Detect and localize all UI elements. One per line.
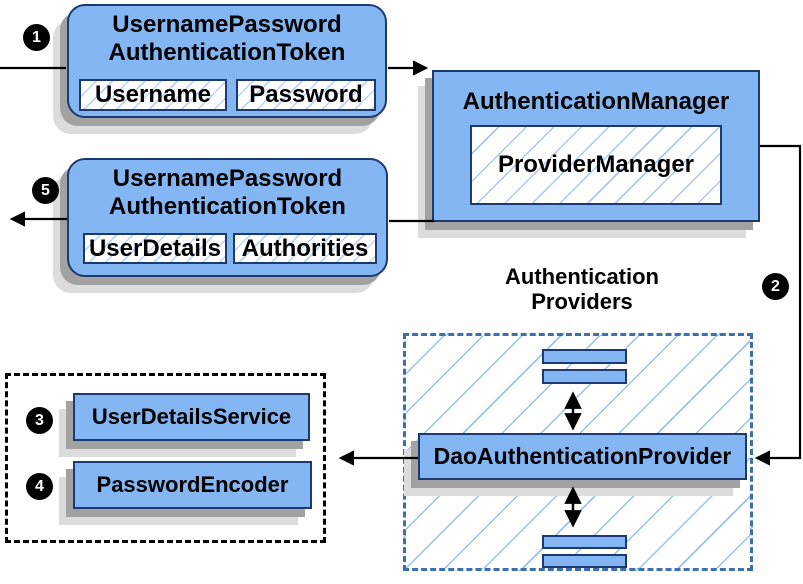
step-2-badge: 2 [762,273,789,300]
response-token-title-line2: AuthenticationToken [109,193,346,220]
dao-authentication-provider-label: DaoAuthenticationProvider [433,443,732,469]
user-details-service-box: UserDetailsService [73,393,310,441]
authentication-manager-title: AuthenticationManager [462,88,730,115]
password-encoder-box: PasswordEncoder [73,461,312,509]
authentication-manager-box: AuthenticationManager ProviderManager [432,70,760,222]
password-field: Password [236,79,376,111]
manager-to-provider-arrow [754,144,802,466]
authorities-field-label: Authorities [241,234,369,262]
userdetails-field: UserDetails [83,233,227,264]
step-3-badge: 3 [26,407,53,434]
dao-authentication-provider-box: DaoAuthenticationProvider [418,433,747,480]
response-token-title: UsernamePassword AuthenticationToken [69,160,386,221]
provider-manager-label: ProviderManager [497,151,695,178]
services-dashed-box: 3 UserDetailsService 4 PasswordEncoder [5,373,326,543]
authorities-field: Authorities [233,233,377,264]
provider-stub-bar-4 [542,554,627,568]
step-5-badge: 5 [32,177,59,204]
step-4-badge: 4 [26,473,53,500]
password-field-label: Password [249,81,363,108]
request-token-title-line1: UsernamePassword [112,11,342,38]
providers-heading-line1: Authentication [505,264,659,289]
providers-heading: Authentication Providers [462,264,702,314]
user-details-service-label: UserDetailsService [91,404,292,429]
request-token-box: UsernamePassword AuthenticationToken Use… [67,4,387,118]
provider-stub-bar-3 [542,535,627,549]
providers-dashed-box: DaoAuthenticationProvider [403,333,753,571]
username-field: Username [79,79,227,111]
provider-stub-bar-1 [542,349,627,364]
response-token-box: UsernamePassword AuthenticationToken Use… [67,158,388,277]
userdetails-field-label: UserDetails [88,234,222,262]
step-1-badge: 1 [23,24,50,51]
request-token-title-line2: AuthenticationToken [108,39,346,66]
providers-heading-line2: Providers [531,289,633,314]
provider-manager-box: ProviderManager [470,125,722,205]
request-token-title: UsernamePassword AuthenticationToken [69,6,385,67]
provider-stub-bar-2 [542,369,627,384]
response-token-title-line1: UsernamePassword [112,165,343,192]
username-field-label: Username [94,81,212,108]
password-encoder-label: PasswordEncoder [96,472,289,497]
